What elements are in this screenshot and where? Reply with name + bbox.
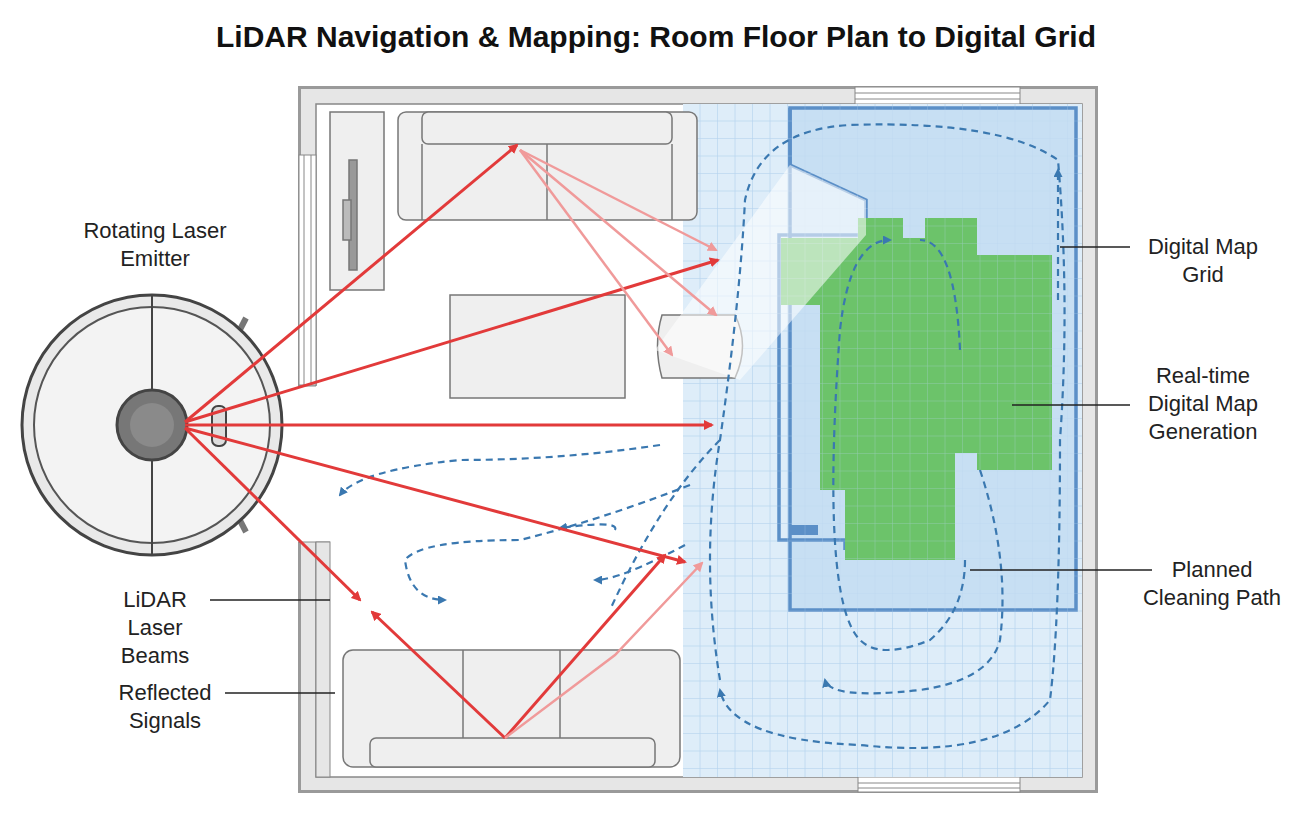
diagram-title: LiDAR Navigation & Mapping: Room Floor P… xyxy=(0,20,1312,54)
callout-label: Real-time Digital Map Generation xyxy=(1133,362,1273,446)
callout-label: Planned Cleaning Path xyxy=(1137,556,1287,612)
callout-label: Digital Map Grid xyxy=(1133,233,1273,289)
callout-label: LiDAR Laser Beams xyxy=(100,586,210,670)
callout-label: Rotating Laser Emitter xyxy=(60,217,250,273)
callout-label: Reflected Signals xyxy=(110,679,220,735)
